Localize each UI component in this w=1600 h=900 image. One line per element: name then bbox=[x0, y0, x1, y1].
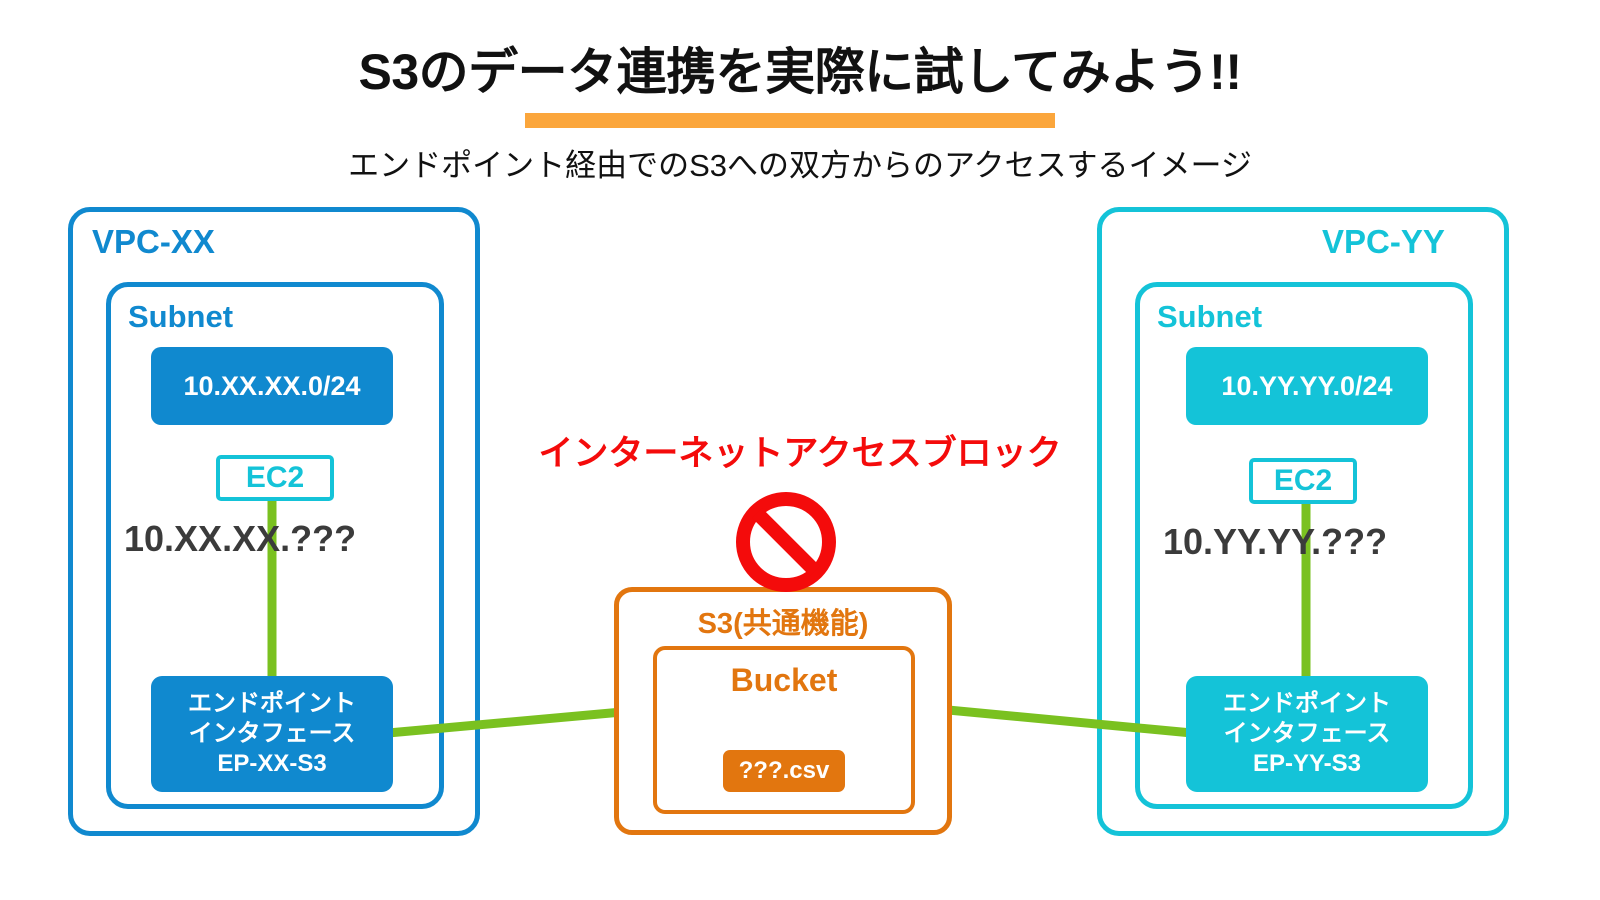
endpoint-left-line1: エンドポイント bbox=[188, 690, 356, 718]
cidr-right-chip: 10.YY.YY.0/24 bbox=[1186, 347, 1428, 425]
endpoint-left-line3: EP-XX-S3 bbox=[217, 749, 327, 777]
vpc-left-container bbox=[68, 207, 480, 836]
no-entry-icon bbox=[736, 492, 836, 592]
endpoint-right-line2: インタフェース bbox=[1223, 720, 1391, 748]
endpoint-left-chip: エンドポイント インタフェース EP-XX-S3 bbox=[151, 676, 393, 792]
s3-bucket-label: Bucket bbox=[730, 662, 838, 698]
ec2-left-private-ip: 10.XX.XX.??? bbox=[124, 518, 357, 559]
s3-service-label: S3(共通機能) bbox=[697, 608, 869, 640]
s3-object-chip: ???.csv bbox=[723, 750, 845, 792]
subnet-left-label: Subnet bbox=[128, 299, 234, 334]
title-underline-bar bbox=[525, 113, 1055, 128]
cidr-left-chip: 10.XX.XX.0/24 bbox=[151, 347, 393, 425]
vpc-left-label: VPC-XX bbox=[92, 223, 215, 260]
ec2-left-node: EC2 bbox=[216, 455, 334, 501]
page-subtitle: エンドポイント経由でのS3への双方からのアクセスするイメージ bbox=[348, 148, 1252, 183]
endpoint-right-line1: エンドポイント bbox=[1223, 690, 1391, 718]
ec2-right-node: EC2 bbox=[1249, 458, 1357, 504]
subnet-left-container bbox=[106, 282, 444, 809]
endpoint-right-line3: EP-YY-S3 bbox=[1252, 749, 1362, 777]
ec2-right-private-ip: 10.YY.YY.??? bbox=[1163, 521, 1388, 562]
endpoint-left-line2: インタフェース bbox=[188, 720, 356, 748]
vpc-right-label: VPC-YY bbox=[1322, 223, 1445, 260]
subnet-right-container bbox=[1135, 282, 1473, 809]
subnet-right-label: Subnet bbox=[1157, 299, 1263, 334]
page-title: S3のデータ連携を実際に試してみよう!! bbox=[358, 44, 1242, 100]
endpoint-right-chip: エンドポイント インタフェース EP-YY-S3 bbox=[1186, 676, 1428, 792]
internet-block-warning-label: インターネットアクセスブロック bbox=[538, 434, 1062, 473]
vpc-right-container bbox=[1097, 207, 1509, 836]
